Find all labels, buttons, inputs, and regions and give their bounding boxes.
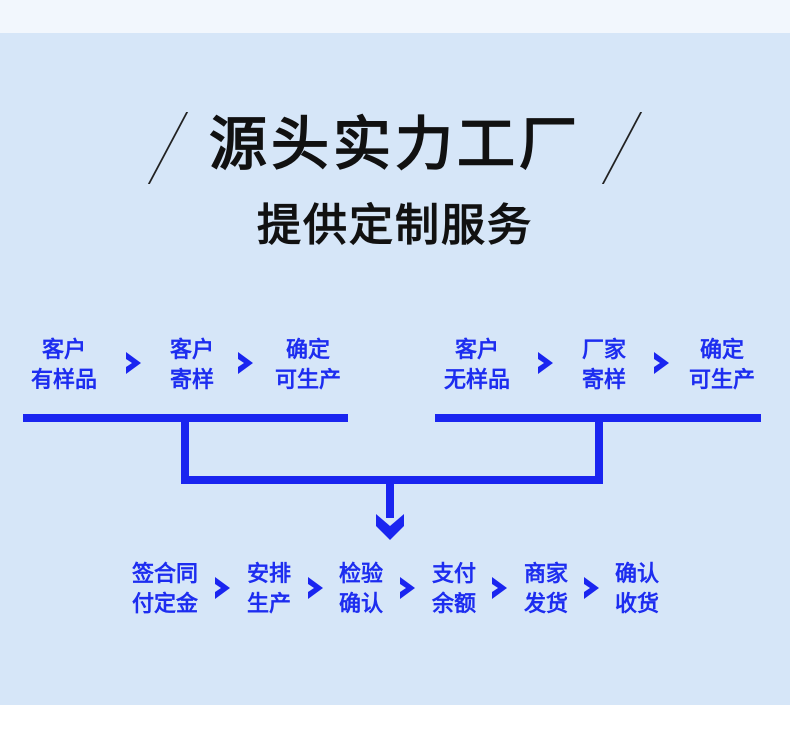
page-subtitle: 提供定制服务 <box>257 200 533 251</box>
left-step-3: 确定 可生产 <box>262 336 354 396</box>
bottom-step-4: 支付 余额 <box>423 560 485 620</box>
left-step-1: 客户 有样品 <box>24 336 104 396</box>
left-baseline <box>23 414 348 422</box>
step-line-1: 安排 <box>246 562 291 587</box>
right-step-3: 确定 可生产 <box>676 336 768 396</box>
chevron-right-icon <box>238 352 253 374</box>
bottom-step-6: 确认 收货 <box>606 560 668 620</box>
down-arrow-icon <box>376 514 404 540</box>
step-line-2: 寄样 <box>581 368 626 393</box>
left-drop-line <box>181 420 189 482</box>
bottom-step-5: 商家 发货 <box>515 560 577 620</box>
chevron-right-icon <box>400 577 415 599</box>
step-line-1: 确定 <box>285 338 330 363</box>
step-line-2: 确认 <box>338 592 383 617</box>
step-line-2: 可生产 <box>274 368 341 393</box>
merge-line <box>181 476 603 484</box>
step-line-1: 商家 <box>523 562 568 587</box>
bottom-strip <box>0 705 790 753</box>
right-baseline <box>435 414 761 422</box>
step-line-2: 收货 <box>614 592 659 617</box>
bottom-step-1: 签合同 付定金 <box>124 560 206 620</box>
step-line-2: 可生产 <box>688 368 755 393</box>
chevron-right-icon <box>492 577 507 599</box>
step-line-2: 无样品 <box>443 368 510 393</box>
chevron-right-icon <box>654 352 669 374</box>
step-line-1: 厂家 <box>581 338 626 363</box>
step-line-1: 确定 <box>699 338 744 363</box>
right-drop-line <box>595 420 603 482</box>
chevron-right-icon <box>126 352 141 374</box>
step-line-1: 检验 <box>338 562 383 587</box>
bottom-step-3: 检验 确认 <box>330 560 392 620</box>
step-line-2: 寄样 <box>169 368 214 393</box>
step-line-2: 生产 <box>246 592 291 617</box>
step-line-1: 客户 <box>41 338 86 363</box>
left-step-2: 客户 寄样 <box>152 336 232 396</box>
chevron-right-icon <box>308 577 323 599</box>
step-line-1: 确认 <box>614 562 659 587</box>
step-line-2: 付定金 <box>131 592 198 617</box>
step-line-2: 余额 <box>431 592 476 617</box>
bottom-step-2: 安排 生产 <box>238 560 300 620</box>
step-line-1: 客户 <box>169 338 214 363</box>
step-line-1: 支付 <box>431 562 476 587</box>
right-step-2: 厂家 寄样 <box>564 336 644 396</box>
top-strip <box>0 0 790 33</box>
page-title: 源头实力工厂 <box>208 110 581 178</box>
chevron-right-icon <box>215 577 230 599</box>
down-stem <box>386 482 394 518</box>
step-line-2: 有样品 <box>30 368 97 393</box>
chevron-right-icon <box>538 352 553 374</box>
chevron-right-icon <box>584 577 599 599</box>
step-line-1: 客户 <box>454 338 499 363</box>
step-line-2: 发货 <box>523 592 568 617</box>
step-line-1: 签合同 <box>131 562 198 587</box>
right-step-1: 客户 无样品 <box>434 336 520 396</box>
